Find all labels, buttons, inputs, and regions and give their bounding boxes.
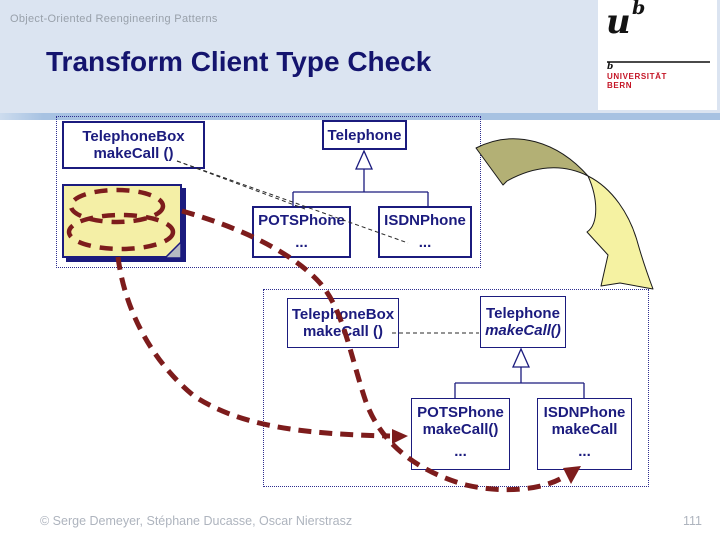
class-name: ISDNPhone [543, 404, 626, 421]
class-name: Telephone [486, 305, 560, 322]
logo-city-label: BERN [607, 81, 633, 90]
page-title: Transform Client Type Check [46, 46, 432, 77]
abstract-method-label: makeCall() [485, 322, 561, 339]
ellipsis-label: ... [418, 234, 432, 251]
page-number: 111 [682, 514, 702, 528]
before-isdnphone-box: ISDNPhone ... [378, 206, 472, 258]
class-name: POTSPhone [417, 404, 504, 421]
sticky-note [62, 184, 182, 258]
method-label: makeCall () [302, 323, 384, 340]
method-label: makeCall () [93, 145, 174, 162]
after-client-box: TelephoneBox makeCall () [287, 298, 399, 348]
logo-small-b-glyph: b [607, 62, 614, 72]
class-name: POTSPhone [258, 212, 345, 229]
before-superclass-box: Telephone [322, 120, 407, 150]
before-potsphone-box: POTSPhone ... [252, 206, 351, 258]
method-label: makeCall() [422, 421, 499, 438]
footer-credit: © Serge Demeyer, Stéphane Ducasse, Oscar… [40, 514, 353, 528]
class-name: TelephoneBox [291, 306, 395, 323]
logo-university-label: UNIVERSITÄT [607, 72, 667, 81]
class-name: Telephone [327, 126, 402, 144]
ellipsis-label: ... [454, 443, 467, 460]
before-client-box: TelephoneBox makeCall () [62, 121, 205, 169]
ellipsis-label: ... [295, 234, 308, 251]
ellipsis-label: ... [578, 443, 591, 460]
logo-divider-line [607, 61, 710, 63]
method-label: makeCall [551, 421, 618, 438]
logo-u-glyph: u [606, 2, 631, 42]
class-name: TelephoneBox [82, 128, 185, 145]
after-isdnphone-box: ISDNPhone makeCall ... [537, 398, 632, 470]
after-potsphone-box: POTSPhone makeCall() ... [411, 398, 510, 470]
curved-arrow-icon [475, 138, 654, 290]
logo-b-superscript-glyph: b [632, 0, 646, 19]
course-label: Object-Oriented Reengineering Patterns [10, 13, 218, 25]
university-bern-logo: u b b UNIVERSITÄT BERN [598, 0, 717, 110]
after-superclass-box: Telephone makeCall() [480, 296, 566, 348]
class-name: ISDNPhone [384, 212, 466, 229]
